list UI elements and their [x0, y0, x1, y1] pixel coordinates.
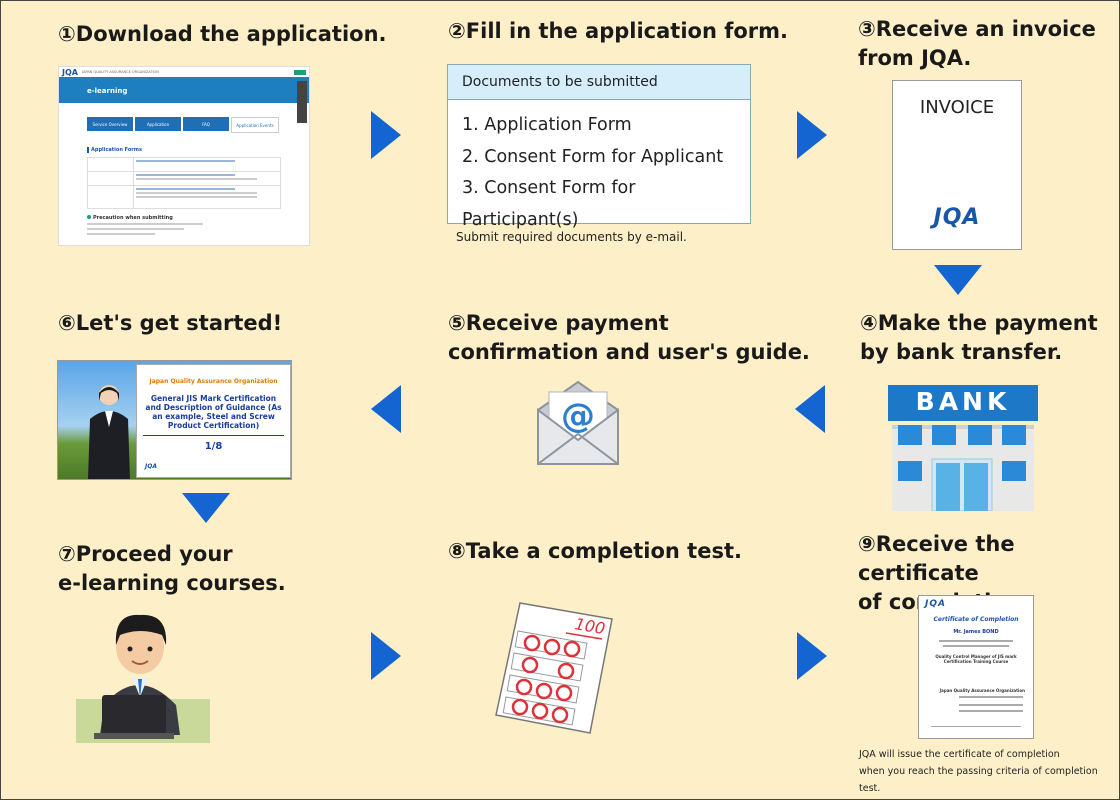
arrow-down-3-4: [934, 265, 982, 295]
email-envelope-icon: @: [537, 380, 619, 465]
arrow-left-5-6: [371, 385, 401, 433]
invoice-document: INVOICE JQA: [892, 80, 1022, 250]
presenter-figure: [88, 385, 130, 479]
step-3-title: ③Receive an invoice from JQA.: [858, 17, 1096, 70]
website-tabs: Service Overview Application FAQ Applica…: [87, 117, 281, 133]
certificate-course: Quality Control Manager of JIS mark Cert…: [935, 654, 1017, 664]
documents-note: Submit required documents by e-mail.: [456, 230, 687, 244]
person-at-laptop-icon: [76, 614, 210, 743]
website-tab: Service Overview: [87, 117, 133, 131]
website-tab: Application Events: [231, 117, 279, 133]
step-5-title: ⑤Receive payment confirmation and user's…: [448, 311, 810, 364]
documents-list: 1. Application Form 2. Consent Form for …: [448, 100, 750, 236]
website-contact-button: [294, 69, 306, 75]
slide-title: General JIS Mark Certification and Descr…: [145, 394, 282, 430]
website-table-row: [87, 172, 281, 186]
website-tab: Application: [135, 117, 181, 131]
website-section-title: Application Forms: [87, 147, 281, 153]
arrow-right-8-9: [797, 632, 827, 680]
step-7-title: ⑦Proceed your e-learning courses.: [58, 542, 286, 595]
certificate-issue-note: JQA will issue the certificate of comple…: [859, 746, 1120, 797]
svg-text:@: @: [561, 396, 595, 436]
certificate-org: Japan Quality Assurance Organization: [939, 688, 1025, 693]
step-2-title: ②Fill in the application form.: [448, 19, 788, 43]
website-band: e-learning: [59, 77, 309, 103]
documents-box: Documents to be submitted 1. Application…: [447, 64, 751, 230]
website-table-row: [87, 157, 281, 172]
website-text: [87, 223, 281, 235]
bank-sign-text: BANK: [915, 387, 1011, 416]
e-learning-video-thumbnail: Japan Quality Assurance Organization Gen…: [57, 360, 292, 480]
presentation-slide: Japan Quality Assurance Organization Gen…: [136, 364, 291, 478]
completion-test-paper-icon: 100: [495, 602, 613, 734]
website-side-panel: [297, 81, 307, 123]
certificate-logo: JQA: [925, 599, 946, 609]
issue-note-line: JQA will issue the certificate of comple…: [859, 749, 1060, 760]
slide-logo: JQA: [145, 463, 157, 470]
step-4-title: ④Make the payment by bank transfer.: [860, 311, 1098, 364]
bank-building-icon: [888, 385, 1038, 511]
step-8-title: ⑧Take a completion test.: [448, 539, 742, 563]
arrow-left-4-5: [795, 385, 825, 433]
website-tagline: JAPAN QUALITY ASSURANCE ORGANIZATION: [81, 70, 159, 74]
issue-note-line: when you reach the passing criteria of c…: [859, 766, 1098, 794]
document-item: 2. Consent Form for Applicant: [462, 146, 724, 167]
arrow-right-1-2: [371, 111, 401, 159]
website-precaution: Precaution when submitting: [87, 215, 281, 221]
step-1-title: ①Download the application.: [58, 22, 387, 46]
invoice-title: INVOICE: [919, 97, 995, 118]
certificate-document: JQA Certificate of Completion Mr. James …: [918, 595, 1034, 739]
website-header: JQA JAPAN QUALITY ASSURANCE ORGANIZATION: [59, 67, 309, 77]
document-item: 3. Consent Form for Participant(s): [462, 178, 636, 230]
website-tab: FAQ: [183, 117, 229, 131]
slide-org: Japan Quality Assurance Organization: [149, 378, 278, 385]
slide-page: 1/8: [204, 441, 223, 452]
certificate-name: Mr. James BOND: [953, 629, 999, 635]
step-6-title: ⑥Let's get started!: [58, 311, 283, 335]
documents-header: Documents to be submitted: [448, 65, 750, 100]
website-table-row: [87, 186, 281, 209]
application-website-thumbnail: JQA JAPAN QUALITY ASSURANCE ORGANIZATION…: [58, 66, 310, 246]
arrow-right-7-8: [371, 632, 401, 680]
document-item: 1. Application Form: [462, 115, 632, 135]
arrow-down-6-7: [182, 493, 230, 523]
arrow-right-2-3: [797, 111, 827, 159]
certificate-title: Certificate of Completion: [933, 616, 1019, 623]
website-logo: JQA: [62, 67, 78, 77]
invoice-logo: JQA: [933, 205, 981, 230]
